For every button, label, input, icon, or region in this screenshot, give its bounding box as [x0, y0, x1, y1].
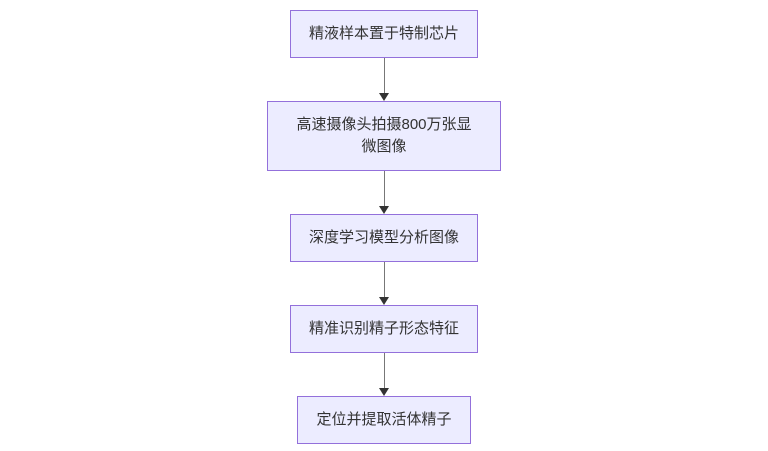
flow-node-step-5: 定位并提取活体精子	[297, 396, 471, 444]
flow-node-label: 高速摄像头拍摄800万张显	[296, 116, 472, 133]
arrow-down-icon	[379, 297, 389, 305]
flow-node-step-2: 高速摄像头拍摄800万张显 微图像	[267, 101, 501, 171]
edge-line	[383, 171, 385, 206]
flow-arrow-4-5	[379, 353, 389, 396]
edge-line	[383, 58, 385, 93]
arrow-down-icon	[379, 388, 389, 396]
flow-node-step-3: 深度学习模型分析图像	[289, 214, 478, 262]
flow-arrow-1-2	[379, 58, 389, 101]
flow-node-step-1: 精液样本置于特制芯片	[289, 10, 478, 58]
flow-node-label: 精液样本置于特制芯片	[308, 25, 459, 42]
flow-node-label: 精准识别精子形态特征	[308, 320, 459, 337]
edge-line	[383, 353, 385, 388]
flow-node-label: 微图像	[361, 138, 407, 155]
flow-arrow-3-4	[379, 262, 389, 305]
edge-line	[383, 262, 385, 297]
flow-node-label: 定位并提取活体精子	[316, 411, 452, 428]
flow-arrow-2-3	[379, 171, 389, 214]
flow-node-label: 深度学习模型分析图像	[308, 229, 459, 246]
arrow-down-icon	[379, 93, 389, 101]
flow-node-step-4: 精准识别精子形态特征	[289, 305, 478, 353]
arrow-down-icon	[379, 206, 389, 214]
